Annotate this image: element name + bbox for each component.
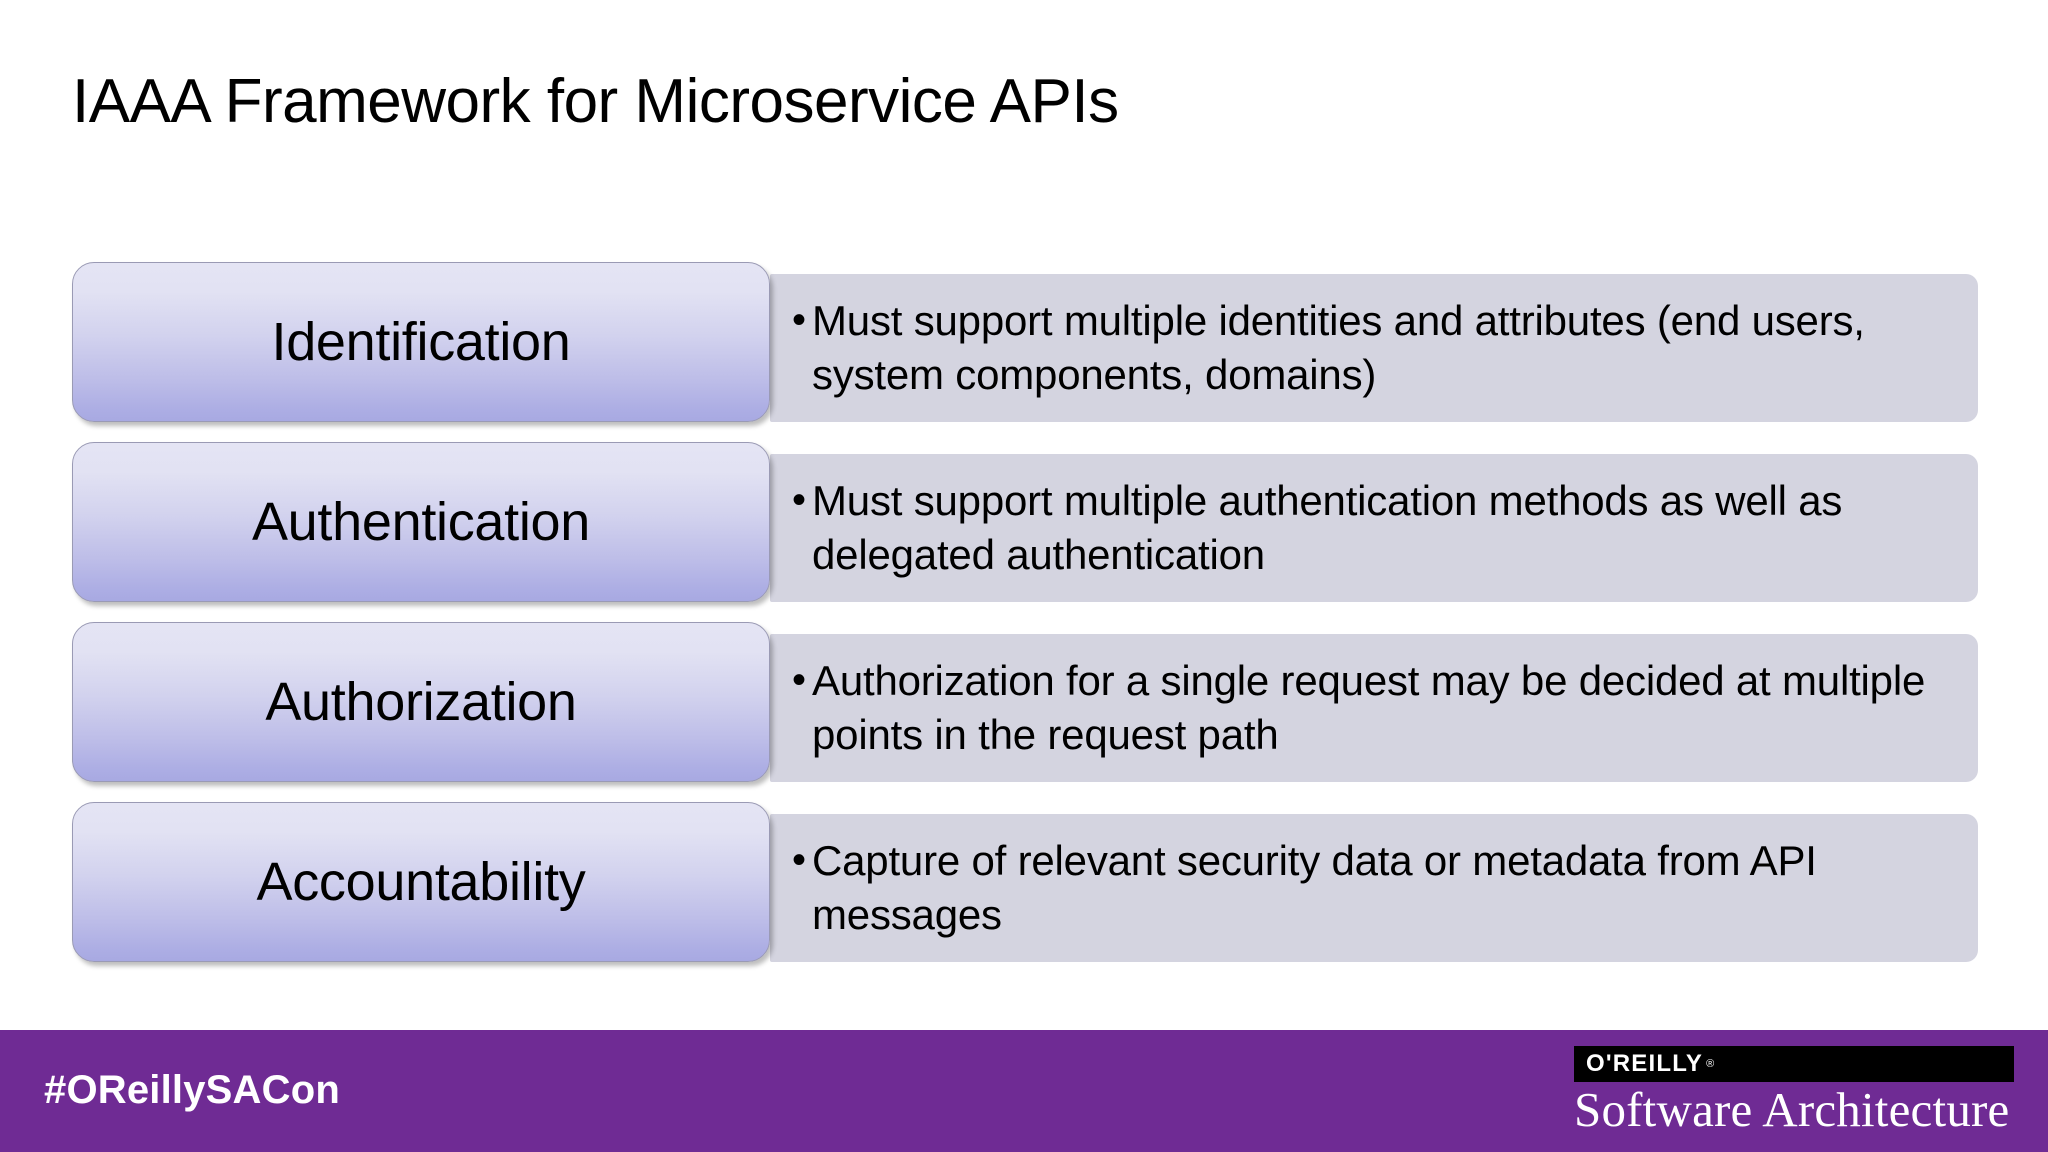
description-panel-authorization: • Authorization for a single request may…	[770, 634, 1978, 782]
description-text: Must support multiple authentication met…	[812, 477, 1843, 578]
chip-authentication[interactable]: Authentication	[72, 442, 770, 602]
chip-label: Accountability	[256, 852, 586, 912]
bullet-dot-icon: •	[792, 838, 807, 882]
description-text: Capture of relevant security data or met…	[812, 837, 1817, 938]
list-item: • Must support multiple identities and a…	[0, 262, 2048, 442]
description-text: Authorization for a single request may b…	[812, 657, 1926, 758]
oreilly-product-name: Software Architecture	[1574, 1082, 2010, 1137]
chip-authorization[interactable]: Authorization	[72, 622, 770, 782]
iaaa-framework-list: • Must support multiple identities and a…	[0, 262, 2048, 982]
page-title: IAAA Framework for Microservice APIs	[72, 67, 1119, 136]
conference-hashtag: #OReillySACon	[44, 1068, 340, 1112]
chip-label: Authorization	[265, 672, 577, 732]
bullet-wrap: • Capture of relevant security data or m…	[770, 834, 1978, 942]
list-item: • Authorization for a single request may…	[0, 622, 2048, 802]
list-item: • Must support multiple authentication m…	[0, 442, 2048, 622]
registered-trademark-icon: ®	[1706, 1058, 1715, 1070]
bullet-dot-icon: •	[792, 298, 807, 342]
list-item: • Capture of relevant security data or m…	[0, 802, 2048, 982]
description-panel-authentication: • Must support multiple authentication m…	[770, 454, 1978, 602]
chip-label: Identification	[271, 312, 571, 372]
chip-accountability[interactable]: Accountability	[72, 802, 770, 962]
oreilly-brand-bar: O'REILLY ®	[1574, 1046, 2014, 1082]
bullet-wrap: • Must support multiple identities and a…	[770, 294, 1978, 402]
chip-label: Authentication	[251, 492, 591, 552]
bullet-dot-icon: •	[792, 658, 807, 702]
bullet-dot-icon: •	[792, 478, 807, 522]
oreilly-logo: O'REILLY ® Software Architecture	[1574, 1046, 2014, 1135]
description-text: Must support multiple identities and att…	[812, 297, 1865, 398]
oreilly-brand-text: O'REILLY	[1586, 1050, 1704, 1077]
bullet-wrap: • Authorization for a single request may…	[770, 654, 1978, 762]
bullet-wrap: • Must support multiple authentication m…	[770, 474, 1978, 582]
slide-footer: #OReillySACon O'REILLY ® Software Archit…	[0, 1030, 2048, 1152]
description-panel-accountability: • Capture of relevant security data or m…	[770, 814, 1978, 962]
chip-identification[interactable]: Identification	[72, 262, 770, 422]
description-panel-identification: • Must support multiple identities and a…	[770, 274, 1978, 422]
